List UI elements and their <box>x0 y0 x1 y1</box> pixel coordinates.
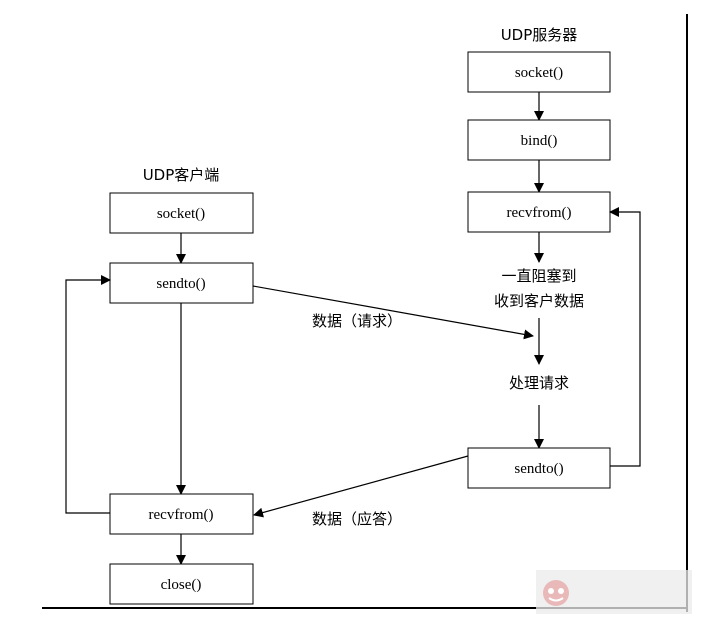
client-loop-arrow <box>65 275 111 514</box>
client-socket-box <box>109 192 254 234</box>
server-title: UDP服务器 <box>501 26 578 44</box>
server-loop-arrow <box>609 207 641 467</box>
client-title: UDP客户端 <box>143 166 220 184</box>
client-recvfrom-label: recvfrom() <box>149 507 214 523</box>
client-sendto-box <box>109 262 254 304</box>
client-close-box <box>109 563 254 605</box>
server-process-label: 处理请求 <box>509 374 569 392</box>
client-socket-label: socket() <box>157 206 205 222</box>
server-recvfrom-label: recvfrom() <box>507 205 572 221</box>
server-block-line1: 一直阻塞到 <box>501 267 576 285</box>
server-socket-box <box>467 51 611 93</box>
watermark-logo-icon <box>543 580 569 606</box>
server-socket-label: socket() <box>515 65 563 81</box>
client-recvfrom-box <box>109 493 254 535</box>
client-close-label: close() <box>161 577 202 593</box>
server-bind-label: bind() <box>521 133 558 149</box>
server-block-line2: 收到客户数据 <box>494 292 584 310</box>
server-recvfrom-box <box>467 191 611 233</box>
response-arrow <box>253 455 469 518</box>
request-label: 数据（请求） <box>312 312 402 330</box>
request-arrow <box>252 285 534 340</box>
server-sendto-box <box>467 447 611 489</box>
client-sendto-label: sendto() <box>156 276 205 292</box>
response-label: 数据（应答） <box>312 510 402 528</box>
server-bind-box <box>467 119 611 161</box>
watermark-area <box>536 570 692 614</box>
server-sendto-label: sendto() <box>514 461 563 477</box>
